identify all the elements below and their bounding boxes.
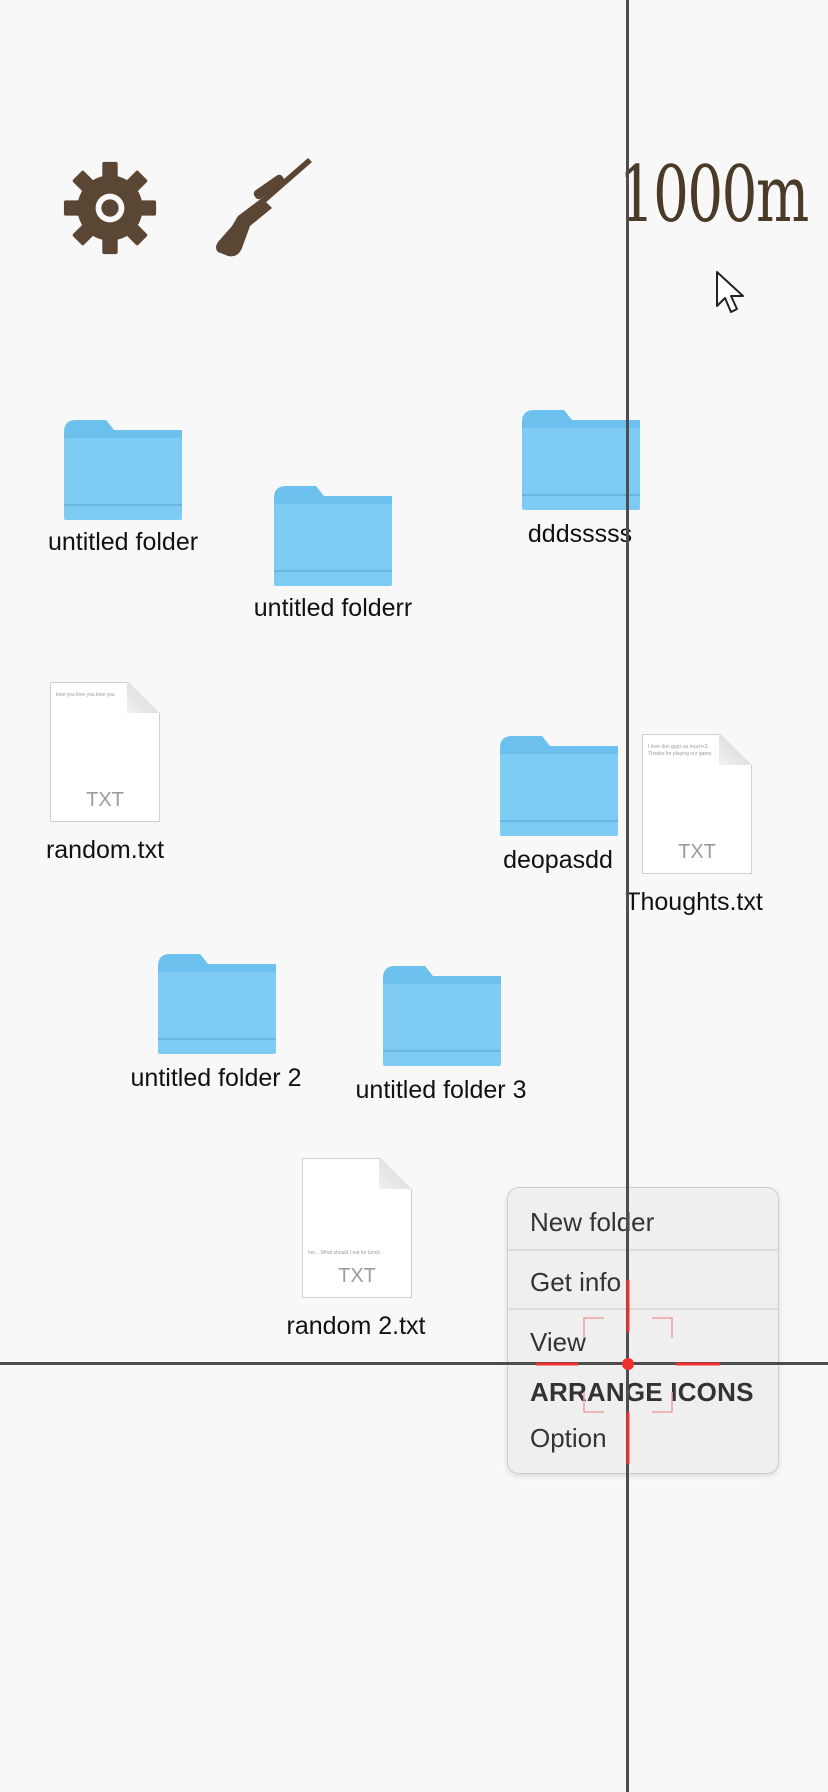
mouse-pointer-icon: [716, 271, 744, 313]
file-label: Thoughts.txt: [625, 888, 763, 916]
menu-item-new-folder[interactable]: New folder: [530, 1207, 655, 1237]
folder-label: untitled folder: [47, 528, 199, 556]
gear-icon[interactable]: [62, 160, 158, 256]
distance-readout: 1000m: [618, 150, 809, 240]
menu-item-arrange-icons[interactable]: ARRANGE ICONS: [530, 1377, 754, 1407]
txt-file-icon[interactable]: love you love you love you TXT: [50, 682, 160, 822]
folder-icon[interactable]: [498, 734, 620, 836]
file-label: random.txt: [45, 836, 165, 864]
crosshair-horizontal-line: [0, 1362, 828, 1365]
folder-label: untitled folder 3: [355, 1076, 527, 1104]
menu-item-option[interactable]: Option: [530, 1423, 607, 1453]
menu-item-view[interactable]: View: [530, 1327, 586, 1357]
folder-icon[interactable]: [381, 964, 503, 1066]
folder-icon[interactable]: [62, 418, 184, 520]
txt-file-icon[interactable]: I love doo guys so much<3 Thanks for pla…: [642, 734, 752, 874]
folder-label: untitled folderr: [253, 594, 413, 622]
context-menu: New folder Get info View ARRANGE ICONS O…: [507, 1187, 779, 1474]
txt-file-icon[interactable]: hm... What should I eat for lunch TXT: [302, 1158, 412, 1298]
folder-icon[interactable]: [520, 408, 642, 510]
folder-label: untitled folder 2: [130, 1064, 302, 1092]
folder-icon[interactable]: [272, 484, 394, 586]
menu-divider: [508, 1308, 778, 1310]
file-label: random 2.txt: [286, 1312, 426, 1340]
folder-label: deopasdd: [503, 846, 613, 874]
sniper-rifle-icon[interactable]: [212, 152, 312, 262]
crosshair-vertical-line: [626, 0, 629, 1792]
folder-icon[interactable]: [156, 952, 278, 1054]
menu-item-get-info[interactable]: Get info: [530, 1267, 622, 1297]
folder-label: dddsssss: [527, 520, 633, 548]
menu-divider: [508, 1249, 778, 1251]
